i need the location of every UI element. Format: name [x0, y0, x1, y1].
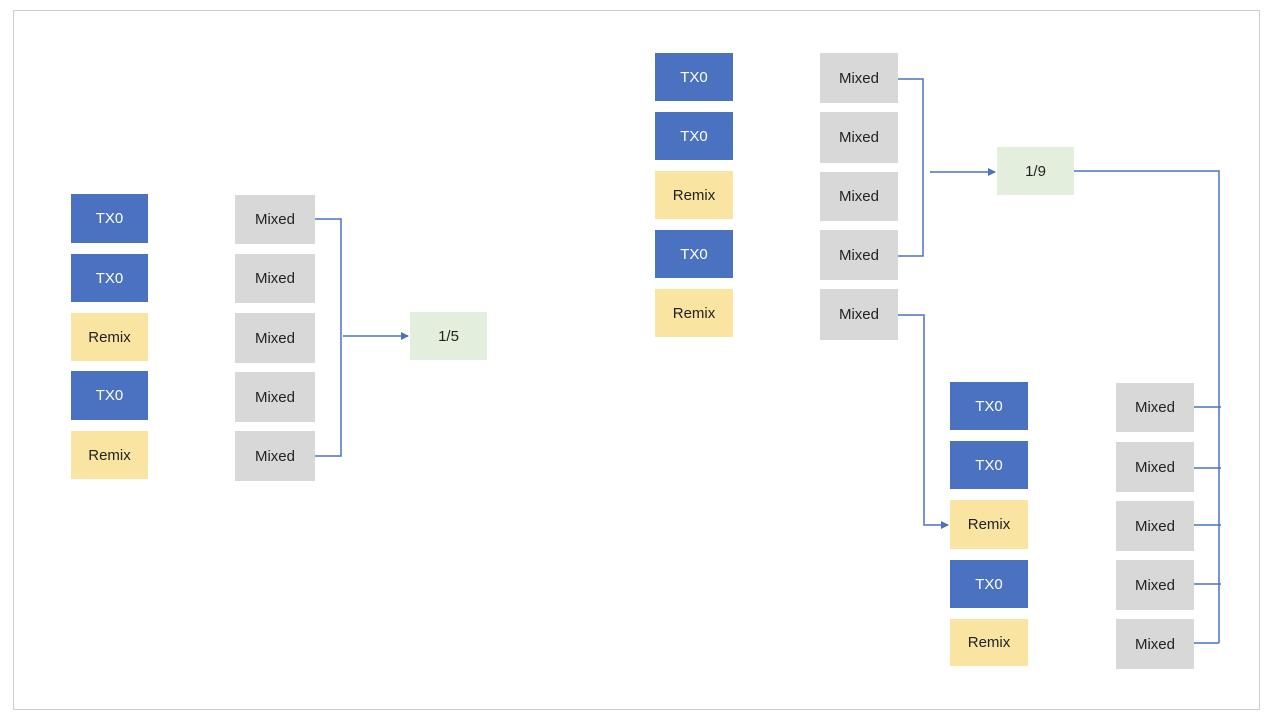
- output-box: Mixed: [235, 313, 315, 363]
- input-box: TX0: [71, 194, 148, 243]
- diagram-frame: [13, 10, 1260, 710]
- input-box: Remix: [71, 313, 148, 361]
- round1-input-box: TX0: [655, 230, 733, 278]
- round2-input-box: TX0: [950, 382, 1028, 430]
- round1-output-box: Mixed: [820, 172, 898, 221]
- output-box: Mixed: [235, 254, 315, 303]
- round2-output-box: Mixed: [1116, 619, 1194, 669]
- round2-output-box: Mixed: [1116, 383, 1194, 432]
- round2-output-box: Mixed: [1116, 442, 1194, 492]
- round2-input-box: TX0: [950, 441, 1028, 489]
- input-box: TX0: [71, 371, 148, 420]
- round1-output-box: Mixed: [820, 112, 898, 163]
- round1-input-box: Remix: [655, 171, 733, 219]
- input-box: Remix: [71, 431, 148, 479]
- output-box: Mixed: [235, 195, 315, 244]
- ratio-box: 1/5: [410, 312, 487, 360]
- ratio-box: 1/9: [997, 147, 1074, 195]
- round2-output-box: Mixed: [1116, 501, 1194, 551]
- round1-input-box: TX0: [655, 112, 733, 160]
- output-box: Mixed: [235, 431, 315, 481]
- round2-input-box: TX0: [950, 560, 1028, 608]
- arrow-to-remix: [898, 314, 949, 529]
- bus-line: [1074, 170, 1220, 643]
- bracket-line: [315, 218, 342, 457]
- round1-output-box: Mixed: [820, 289, 898, 340]
- round1-input-box: Remix: [655, 289, 733, 337]
- output-box: Mixed: [235, 372, 315, 422]
- bracket-line: [898, 78, 924, 257]
- round1-output-box: Mixed: [820, 53, 898, 103]
- input-box: TX0: [71, 254, 148, 302]
- round2-input-box: Remix: [950, 619, 1028, 666]
- round2-output-box: Mixed: [1116, 560, 1194, 610]
- round2-input-box: Remix: [950, 500, 1028, 549]
- round1-input-box: TX0: [655, 53, 733, 101]
- round1-output-box: Mixed: [820, 230, 898, 280]
